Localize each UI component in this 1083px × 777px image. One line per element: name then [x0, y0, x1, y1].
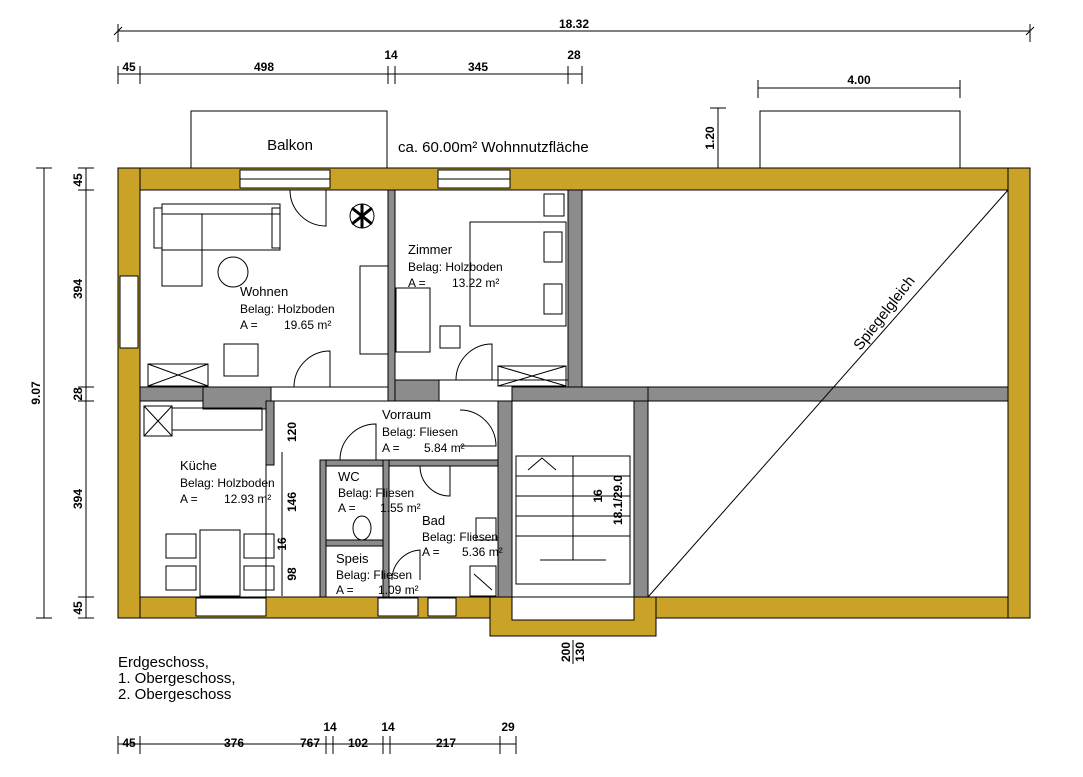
top-dim-1: 45: [122, 60, 136, 74]
bottom-dim-6: 14: [381, 720, 395, 734]
right-width-label: 4.00: [847, 73, 871, 87]
top-total-dimension: 18.32: [113, 17, 1035, 42]
stair-count: 16: [591, 489, 605, 503]
room-name: Vorraum: [382, 407, 431, 422]
floor-1: Erdgeschoss,: [118, 654, 209, 671]
room-zimmer: Zimmer Belag: Holzboden A = 13.22 m²: [408, 242, 503, 290]
room-floor: Belag: Fliesen: [336, 568, 412, 582]
area-note: ca. 60.00m² Wohnnutzfläche: [398, 139, 589, 156]
room-area-label: A =: [338, 501, 356, 515]
room-area-label: A =: [408, 276, 426, 290]
room-area: 12.93 m²: [224, 492, 271, 506]
doors: [289, 189, 497, 581]
room-area: 5.84 m²: [424, 441, 465, 455]
room-floor: Belag: Fliesen: [382, 425, 458, 439]
top-dim-5: 28: [567, 48, 581, 62]
room-bad: Bad Belag: Fliesen A = 5.36 m²: [422, 513, 503, 559]
room-floor: Belag: Fliesen: [422, 530, 498, 544]
room-name: WC: [338, 469, 360, 484]
left-dimensions: 9.07 45 394 28 394 45: [29, 167, 94, 619]
inner-dim-4: 98: [285, 567, 299, 581]
bottom-dimensions: 45 376 767 14 102 14 217 29: [117, 720, 517, 754]
bottom-dim-3: 767: [300, 736, 320, 750]
top-dim-3: 14: [384, 48, 398, 62]
room-name: Speis: [336, 551, 369, 566]
right-balcony-dimension: 4.00 1.20: [703, 73, 961, 168]
floor-2: 1. Obergeschoss,: [118, 670, 236, 687]
right-height-label: 1.20: [703, 126, 717, 150]
total-width-label: 18.32: [559, 17, 589, 31]
room-speis: Speis Belag: Fliesen A = 1.09 m²: [336, 551, 419, 597]
bottom-small-1: 200: [559, 642, 573, 662]
room-area-label: A =: [240, 318, 258, 332]
balcony-label: Balkon: [267, 137, 313, 154]
room-area-label: A =: [336, 583, 354, 597]
room-floor: Belag: Holzboden: [408, 260, 503, 274]
floor-3: 2. Obergeschoss: [118, 686, 231, 703]
bottom-dim-8: 29: [501, 720, 515, 734]
furniture: [143, 193, 631, 597]
balcony-right: [759, 110, 961, 170]
room-kueche: Küche Belag: Holzboden A = 12.93 m²: [180, 458, 275, 506]
floor-legend: Erdgeschoss, 1. Obergeschoss, 2. Oberges…: [118, 654, 236, 703]
room-wohnen: Wohnen Belag: Holzboden A = 19.65 m²: [240, 284, 335, 332]
stair-label: 18.1/29.0: [611, 475, 625, 525]
left-dim-3: 28: [71, 387, 85, 401]
room-wc: WC Belag: Fliesen A = 1.55 m²: [338, 469, 421, 515]
inner-dim-1: 120: [285, 422, 299, 442]
bottom-dim-2: 376: [224, 736, 244, 750]
inner-dim-2: 146: [285, 492, 299, 512]
room-floor: Belag: Holzboden: [240, 302, 335, 316]
room-floor: Belag: Fliesen: [338, 486, 414, 500]
room-name: Küche: [180, 458, 217, 473]
left-total-label: 9.07: [29, 381, 43, 405]
bottom-dim-7: 217: [436, 736, 456, 750]
top-segment-dimensions: 45 498 14 345 28: [117, 48, 583, 84]
top-dim-4: 345: [468, 60, 488, 74]
interior-walls: [139, 189, 1009, 598]
room-area: 19.65 m²: [284, 318, 331, 332]
left-dim-2: 394: [71, 279, 85, 299]
room-area: 1.09 m²: [378, 583, 419, 597]
bottom-dim-5: 102: [348, 736, 368, 750]
bottom-dim-4: 14: [323, 720, 337, 734]
room-area-label: A =: [422, 545, 440, 559]
room-area-label: A =: [180, 492, 198, 506]
windows: [119, 169, 511, 617]
room-name: Zimmer: [408, 242, 453, 257]
room-area-label: A =: [382, 441, 400, 455]
top-dim-2: 498: [254, 60, 274, 74]
left-dim-4: 394: [71, 489, 85, 509]
interior: [139, 189, 1009, 598]
inner-dimensions: 120 146 16 98 16 18.1/29.0 200 130: [275, 422, 625, 664]
room-floor: Belag: Holzboden: [180, 476, 275, 490]
left-dim-5: 45: [71, 601, 85, 615]
room-area: 1.55 m²: [380, 501, 421, 515]
room-name: Bad: [422, 513, 445, 528]
left-dim-1: 45: [71, 173, 85, 187]
bottom-dim-1: 45: [122, 736, 136, 750]
bottom-small-2: 130: [573, 642, 587, 662]
room-area: 5.36 m²: [462, 545, 503, 559]
room-vorraum: Vorraum Belag: Fliesen A = 5.84 m²: [382, 407, 465, 455]
outer-walls: [117, 167, 1031, 637]
room-area: 13.22 m²: [452, 276, 499, 290]
room-name: Wohnen: [240, 284, 288, 299]
